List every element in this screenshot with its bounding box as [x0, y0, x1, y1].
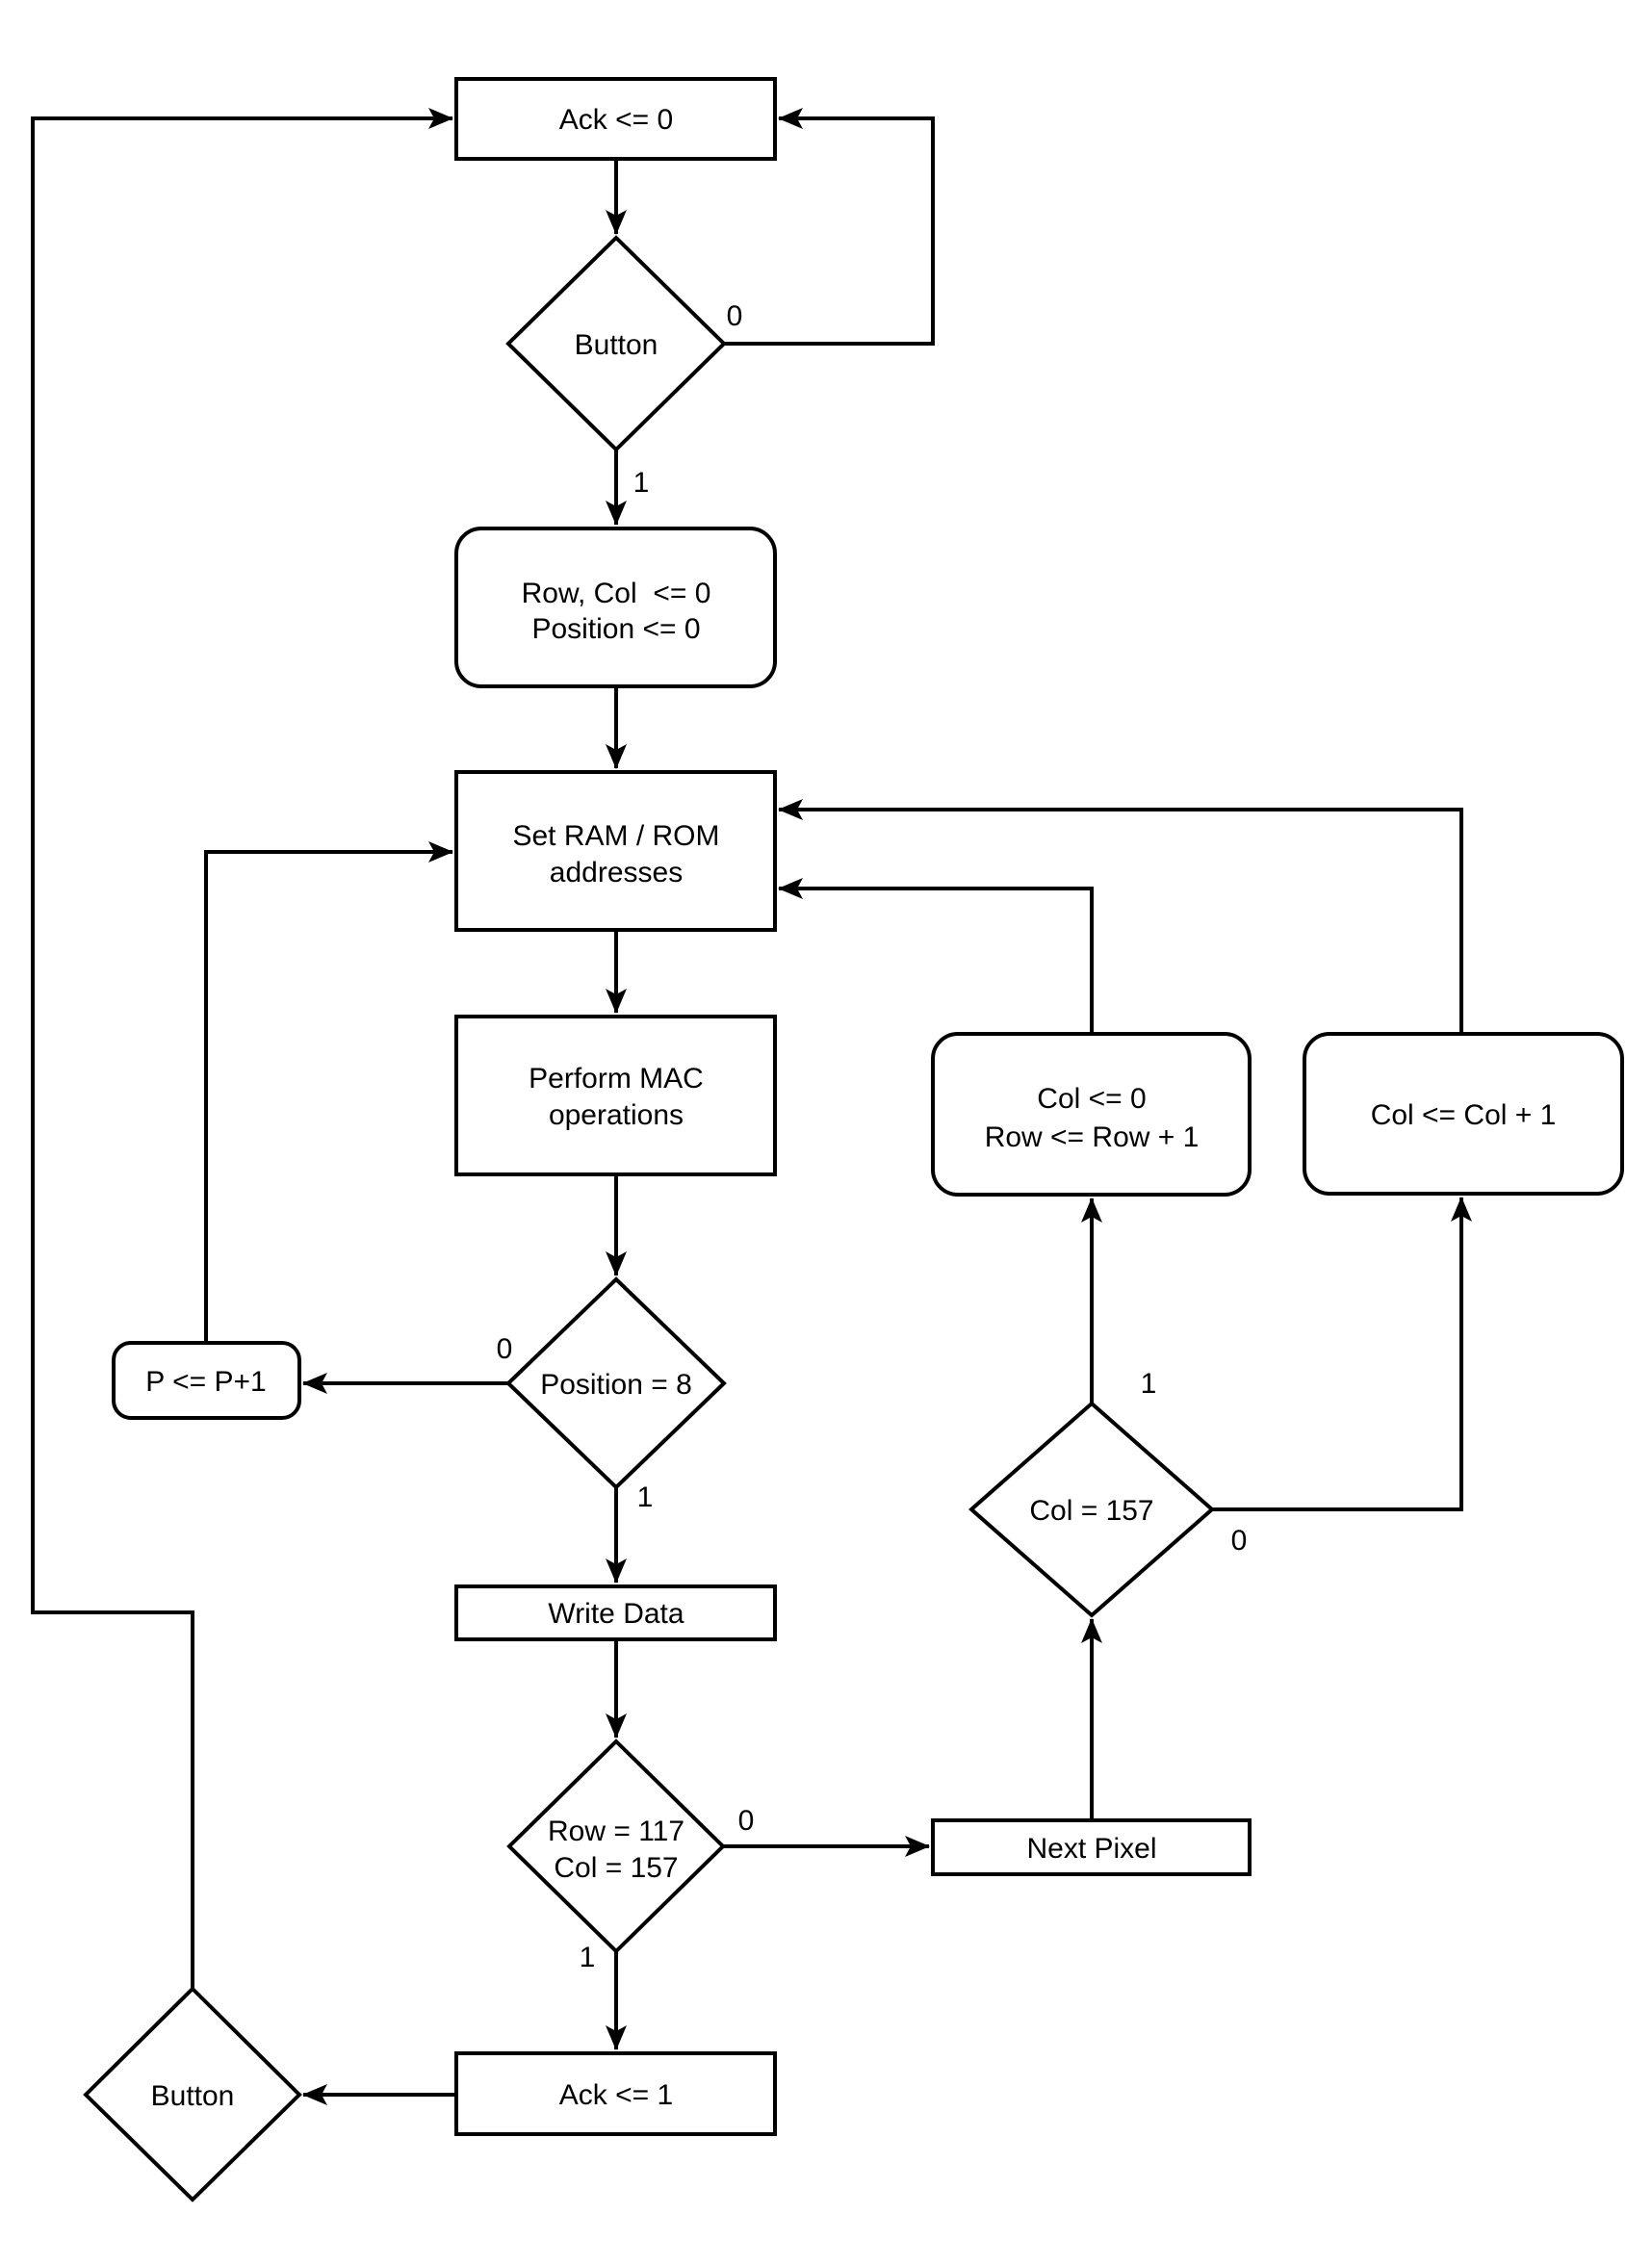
- node-ack-reset: Ack <= 0: [454, 77, 777, 161]
- node-position-check: Position = 8: [505, 1276, 727, 1490]
- row-advance-label-line1: Col <= 0: [1037, 1083, 1146, 1115]
- node-button-wait: Button: [505, 235, 727, 452]
- next-pixel-box: [931, 1818, 1252, 1876]
- edge-buttonrelease-to-ackreset: [31, 108, 453, 1989]
- init-box: [454, 527, 777, 688]
- button-wait-diamond: [505, 235, 727, 452]
- pixel-check-label-line2: Col = 157: [554, 1852, 678, 1884]
- edge-label-col-check-yes: 1: [1141, 1368, 1157, 1400]
- edge-label-pixel-check-yes: 1: [580, 1942, 596, 1973]
- position-check-diamond: [505, 1276, 727, 1490]
- edge-label-button-wait-yes: 1: [633, 467, 650, 499]
- edge-rowadvance-to-setaddresses: [778, 878, 1094, 1034]
- set-addresses-box: [454, 770, 777, 932]
- p-increment-box: [112, 1341, 301, 1420]
- edge-labels: 0 1 0 1 0 1 1 0: [497, 300, 1248, 1973]
- edges: [31, 108, 1472, 2105]
- row-advance-label-line2: Row <= Row + 1: [985, 1121, 1200, 1153]
- edge-colcheck-no-to-coladvance: [1212, 1197, 1472, 1511]
- pixel-check-label-line1: Row = 117: [548, 1816, 684, 1847]
- edge-pincrement-to-setaddresses: [204, 841, 453, 1343]
- set-addresses-label-line1: Set RAM / ROM: [512, 820, 719, 852]
- next-pixel-label: Next Pixel: [1026, 1833, 1156, 1865]
- mac-label-line2: operations: [549, 1099, 684, 1131]
- mac-label-line1: Perform MAC: [529, 1063, 704, 1095]
- node-set-addresses: Set RAM / ROM addresses: [454, 770, 777, 932]
- col-advance-box: [1303, 1032, 1624, 1196]
- mac-box: [454, 1015, 777, 1176]
- write-data-label: Write Data: [548, 1598, 684, 1630]
- edge-label-position-check-yes: 1: [637, 1481, 654, 1513]
- node-init: Row, Col <= 0 Position <= 0: [454, 527, 777, 688]
- position-check-label: Position = 8: [540, 1369, 692, 1401]
- ack-reset-label: Ack <= 0: [559, 104, 673, 136]
- ack-set-box: [454, 2051, 777, 2136]
- edge-label-col-check-no: 0: [1231, 1525, 1248, 1557]
- ack-reset-box: [454, 77, 777, 161]
- node-p-increment: P <= P+1: [112, 1341, 301, 1420]
- row-advance-box: [931, 1032, 1252, 1197]
- node-pixel-check: Row = 117 Col = 157: [506, 1739, 726, 1954]
- button-wait-label: Button: [575, 329, 658, 361]
- pixel-check-diamond: [506, 1739, 726, 1954]
- edge-buttonwait-no-to-ackreset: [724, 108, 935, 346]
- node-ack-set: Ack <= 1: [454, 2051, 777, 2136]
- node-next-pixel: Next Pixel: [931, 1818, 1252, 1876]
- node-mac: Perform MAC operations: [454, 1015, 777, 1176]
- node-row-advance: Col <= 0 Row <= Row + 1: [931, 1032, 1252, 1197]
- node-col-advance: Col <= Col + 1: [1303, 1032, 1624, 1196]
- p-increment-label: P <= P+1: [145, 1366, 266, 1398]
- ack-set-label: Ack <= 1: [559, 2079, 673, 2111]
- write-data-box: [454, 1584, 777, 1641]
- init-label-line2: Position <= 0: [531, 613, 700, 645]
- col-check-diamond: [968, 1401, 1216, 1618]
- init-label-line1: Row, Col <= 0: [522, 578, 711, 609]
- node-button-release: Button: [83, 1986, 302, 2202]
- col-advance-label: Col <= Col + 1: [1371, 1099, 1557, 1131]
- set-addresses-label-line2: addresses: [550, 857, 683, 889]
- col-check-label: Col = 157: [1029, 1495, 1153, 1527]
- edge-label-button-wait-no: 0: [727, 300, 743, 332]
- edge-coladvance-to-setaddresses: [778, 799, 1463, 1034]
- edge-label-position-check-no: 0: [497, 1333, 513, 1365]
- button-release-label: Button: [151, 2080, 235, 2112]
- node-write-data: Write Data: [454, 1584, 777, 1641]
- button-release-diamond: [83, 1986, 302, 2202]
- edge-label-pixel-check-no: 0: [738, 1805, 755, 1837]
- node-col-check: Col = 157: [968, 1401, 1216, 1618]
